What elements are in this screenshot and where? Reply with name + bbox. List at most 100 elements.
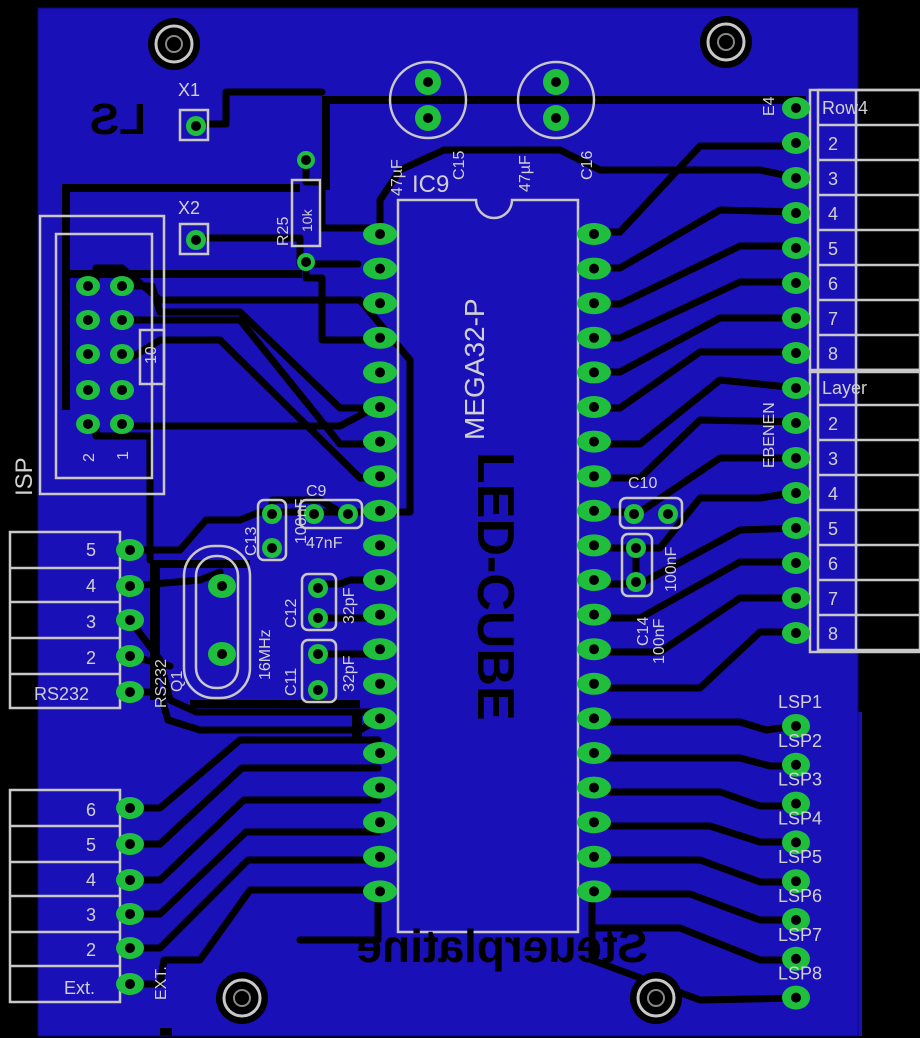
ic-pad-right — [577, 361, 611, 384]
label-c11: C11 — [283, 668, 300, 696]
ext-conn-label: 6 — [86, 800, 96, 820]
bottom-text: Steuerplatine — [357, 920, 648, 972]
label-q1: Q1 — [169, 671, 186, 692]
lsp-pad — [782, 791, 810, 816]
layer-first: Layer — [822, 378, 867, 398]
rs232-name: RS232 — [34, 684, 89, 704]
rs232-pad — [116, 681, 144, 703]
traces — [92, 88, 802, 1004]
ext-pad — [116, 973, 144, 995]
r25-pad — [297, 253, 315, 271]
row-pad — [782, 307, 810, 329]
component-silkscreen — [8, 60, 920, 1004]
ic-pad-right — [577, 223, 611, 245]
c13-pad — [262, 538, 282, 558]
ic-pad-right — [577, 499, 611, 522]
ic-pad-right — [577, 569, 611, 591]
ic-pad-left — [363, 326, 397, 349]
rs232-conn-label: 2 — [86, 648, 96, 668]
lsp-label: LSP8 — [778, 964, 822, 984]
ext-conn-label: 3 — [86, 905, 96, 925]
c12-pad — [308, 578, 328, 598]
c15-pad — [415, 105, 441, 131]
rs232-conn-label: 4 — [86, 576, 96, 596]
row-conn-label: 6 — [828, 274, 838, 294]
ic-pad-right — [577, 465, 611, 488]
ext-pad — [116, 797, 144, 819]
lsp-label: LSP6 — [778, 886, 822, 906]
isp-pad — [110, 276, 134, 296]
row-conn-label: 4 — [828, 204, 838, 224]
labels: LS Steuerplatine LED-CUBE IC9 MEGA32-P X… — [11, 80, 868, 1000]
row-pad — [782, 97, 810, 119]
cube-text: LED-CUBE — [466, 452, 524, 721]
ic-pad-left — [363, 465, 397, 488]
ic-pad-left — [363, 603, 397, 626]
ic-value: MEGA32-P — [459, 298, 490, 440]
label-r25-value: 10k — [299, 208, 315, 232]
ext-conn-label: 5 — [86, 835, 96, 855]
c10-pad — [658, 504, 678, 524]
c14-pad — [626, 538, 646, 558]
layer-conn-label: 6 — [828, 554, 838, 574]
label-c15-value: 47µF — [389, 159, 406, 196]
ext-pad — [116, 937, 144, 959]
label-c10-value: 100nF — [663, 546, 680, 592]
ic-pad-left — [363, 569, 397, 591]
label-c11-value: 32pF — [341, 655, 358, 692]
lsp-pad — [782, 830, 810, 855]
isp-pad — [110, 414, 134, 434]
label-c13-value: 100nF — [293, 498, 310, 544]
ic-pad-right — [577, 845, 611, 868]
isp-pad — [110, 380, 134, 400]
ic-pad-right — [577, 707, 611, 730]
ic-pad-left — [363, 430, 397, 453]
ic-pad-left — [363, 742, 397, 764]
ic-pad-left — [363, 638, 397, 661]
ext-name: Ext. — [64, 978, 95, 998]
label-c9: C9 — [306, 483, 327, 500]
lsp-label: LSP1 — [778, 692, 822, 712]
lsp-pad — [782, 946, 810, 971]
mounting-holes — [148, 16, 752, 1024]
layer-conn-label: 3 — [828, 449, 838, 469]
ic-pad-left — [363, 396, 397, 418]
ic-pad-left — [363, 776, 397, 799]
c16-pad — [543, 105, 569, 131]
lsp-pad — [782, 985, 810, 1010]
label-x1: X1 — [178, 80, 200, 100]
layer-pad — [782, 447, 810, 469]
layer-conn-label: 2 — [828, 414, 838, 434]
rs232-pad — [116, 575, 144, 597]
label-q1-value: 16MHz — [257, 629, 274, 680]
q1-pad — [208, 642, 236, 666]
label-r25: R25 — [275, 217, 292, 246]
row-conn-label: 5 — [828, 239, 838, 259]
lsp-label: LSP4 — [778, 808, 822, 828]
lsp-label: LSP5 — [778, 847, 822, 867]
c15-pad — [415, 69, 441, 95]
c9-pad — [304, 504, 324, 524]
ic-pad-right — [577, 396, 611, 418]
lsp-pad — [782, 908, 810, 932]
lsp-label: LSP2 — [778, 731, 822, 751]
layer-conn-label: 4 — [828, 484, 838, 504]
layer-conn-label: 8 — [828, 624, 838, 644]
ext-pad — [116, 903, 144, 925]
isp-pad — [76, 380, 100, 400]
ic-pad-left — [363, 534, 397, 557]
layer-pad — [782, 622, 810, 644]
isp-pad — [76, 344, 100, 364]
isp-pad — [76, 414, 100, 434]
ic-pad-right — [577, 742, 611, 764]
rs232-pad — [116, 645, 144, 667]
ic-pad-right — [577, 603, 611, 626]
ext-pad — [116, 833, 144, 855]
lsp-pad — [782, 752, 810, 777]
isp-ten: 10 — [143, 346, 160, 364]
row-conn-label: 3 — [828, 169, 838, 189]
ic-pad-right — [577, 257, 611, 280]
label-c13: C13 — [243, 527, 260, 556]
q1-pad — [208, 574, 236, 598]
